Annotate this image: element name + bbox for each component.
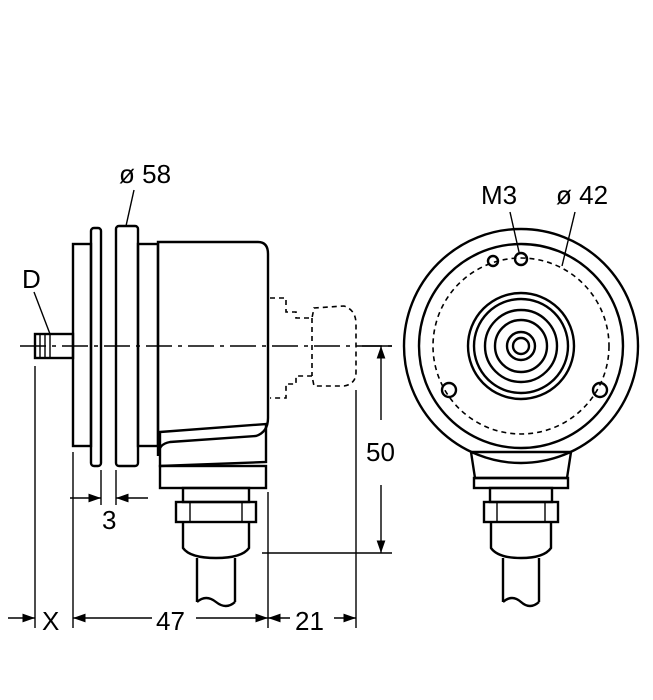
front-view bbox=[402, 211, 640, 608]
bearing-housing-inner bbox=[472, 297, 570, 395]
shaft-leader bbox=[33, 291, 51, 335]
m3-hole-top-left bbox=[486, 254, 500, 268]
flange-collar bbox=[136, 242, 160, 448]
front-cable bbox=[501, 558, 541, 608]
cable bbox=[195, 558, 237, 608]
cable-gland bbox=[174, 486, 258, 560]
bolt-circle-diameter-label: ø 42 bbox=[556, 180, 608, 210]
seal-ring bbox=[483, 308, 559, 384]
side-view bbox=[20, 224, 392, 608]
shaft-face bbox=[505, 330, 537, 362]
body-length-label: 47 bbox=[156, 606, 185, 636]
shaft-label: D bbox=[22, 264, 41, 294]
front-connector-base bbox=[472, 476, 570, 490]
connector-height-label: 50 bbox=[366, 437, 395, 467]
mount-thread-label: M3 bbox=[481, 180, 517, 210]
connector-base bbox=[158, 464, 268, 490]
m3-hole-right bbox=[591, 381, 609, 399]
front-cable-gland bbox=[482, 486, 560, 560]
bolt-circle bbox=[432, 257, 610, 435]
flange-outer-circle bbox=[402, 227, 640, 465]
optional-connector-outline bbox=[270, 297, 357, 399]
shaft-outer bbox=[493, 318, 549, 374]
flange-ring-front bbox=[89, 226, 103, 468]
front-connector-block bbox=[469, 450, 573, 480]
m3-hole-left bbox=[440, 381, 458, 399]
flange-diameter-label: ø 58 bbox=[119, 159, 171, 189]
dimensions: ø 58 D M3 ø 42 3 X 47 21 50 bbox=[8, 159, 608, 636]
bolt-circle-leader bbox=[561, 211, 576, 267]
shaft-length-label: X bbox=[42, 606, 59, 636]
bearing-housing-outer bbox=[466, 291, 576, 401]
flange-plate bbox=[71, 242, 93, 448]
m3-leader bbox=[509, 211, 520, 253]
connector-block bbox=[158, 422, 268, 468]
m3-hole-top bbox=[513, 251, 529, 267]
flange-thickness-label: 3 bbox=[102, 505, 116, 535]
shaft-center bbox=[511, 336, 531, 356]
flange-diameter-leader bbox=[125, 189, 135, 227]
flange-inner-circle bbox=[417, 242, 625, 450]
connector-depth-label: 21 bbox=[295, 606, 324, 636]
